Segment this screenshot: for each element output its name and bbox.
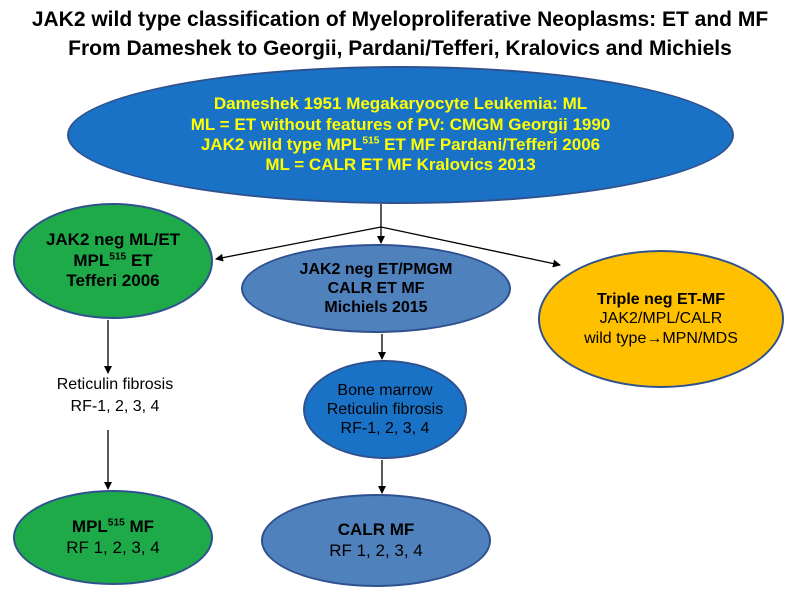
left-node-line-2: MPL515 ET: [73, 250, 153, 270]
marrow-node-line-1: Bone marrow: [337, 381, 433, 399]
mid-node-line-2: CALR ET MF: [327, 279, 425, 297]
marrow-node-line-3: RF-1, 2, 3, 4: [340, 420, 430, 438]
left-node-line-3: Tefferi 2006: [66, 271, 160, 291]
arrow-top-to-right: [380, 226, 561, 268]
title-line-2: From Dameshek to Georgii, Pardani/Teffer…: [68, 37, 732, 60]
right-node-line-3: wild type→MPN/MDS: [584, 329, 738, 347]
calr-mf-line-1: CALR MF: [337, 520, 415, 540]
triple-neg-node: Triple neg ET-MF JAK2/MPL/CALR wild type…: [538, 250, 784, 388]
marrow-node-line-2: Reticulin fibrosis: [326, 400, 444, 418]
calr-mf-node: CALR MF RF 1, 2, 3, 4: [261, 494, 491, 587]
mpl-mf-line-2: RF 1, 2, 3, 4: [66, 537, 160, 557]
left-reticulin-fibrosis-text: Reticulin fibrosis RF-1, 2, 3, 4: [30, 374, 200, 419]
top-node-line-1: Dameshek 1951 Megakaryocyte Leukemia: ML: [213, 94, 588, 114]
right-node-line-2: JAK2/MPL/CALR: [599, 310, 723, 328]
right-arrow-icon: →: [646, 329, 663, 347]
bone-marrow-fibrosis-node: Bone marrow Reticulin fibrosis RF-1, 2, …: [303, 360, 467, 459]
jak2-neg-ml-et-node: JAK2 neg ML/ET MPL515 ET Tefferi 2006: [13, 203, 213, 319]
top-node-line-4: ML = CALR ET MF Kralovics 2013: [265, 155, 536, 175]
left-fibrosis-line-1: Reticulin fibrosis: [56, 376, 174, 393]
left-fibrosis-line-2: RF-1, 2, 3, 4: [70, 398, 160, 416]
mid-node-line-1: JAK2 neg ET/PMGM: [299, 260, 453, 278]
title-line-1: JAK2 wild type classification of Myelopr…: [31, 8, 769, 31]
arrow-top-to-left: [215, 226, 382, 262]
mpl-mf-line-1: MPL515 MF: [71, 517, 155, 537]
top-node-line-2: ML = ET without features of PV: CMGM Geo…: [190, 114, 611, 134]
jak2-neg-et-pmgm-node: JAK2 neg ET/PMGM CALR ET MF Michiels 201…: [241, 244, 511, 333]
mpl515-mf-node: MPL515 MF RF 1, 2, 3, 4: [13, 490, 213, 585]
calr-mf-line-2: RF 1, 2, 3, 4: [329, 540, 423, 560]
right-node-line-1: Triple neg ET-MF: [596, 291, 725, 309]
left-node-line-1: JAK2 neg ML/ET: [45, 230, 181, 250]
dameshek-ml-node: Dameshek 1951 Megakaryocyte Leukemia: ML…: [67, 66, 734, 204]
top-node-line-3: JAK2 wild type MPL515 ET MF Pardani/Teff…: [200, 135, 601, 154]
mid-node-line-3: Michiels 2015: [324, 299, 428, 317]
